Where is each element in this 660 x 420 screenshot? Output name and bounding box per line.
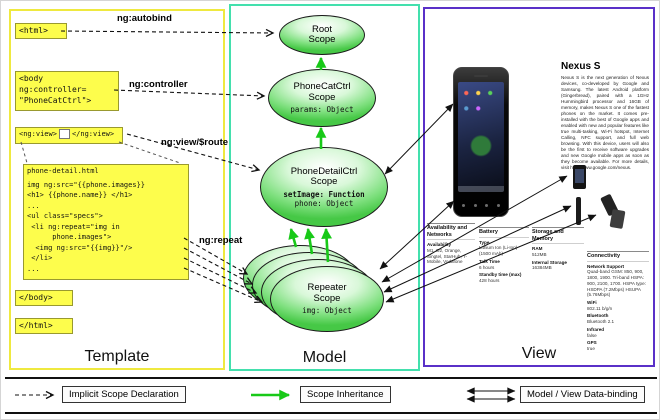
phone-thumbnail-flip-image: [600, 193, 627, 231]
scope-name: PhoneDetailCtrl Scope: [290, 165, 358, 187]
code-line: <ul class="specs">: [27, 212, 103, 220]
phone-detail-template-box: phone-detail.html img ng:src="{{phone.im…: [23, 164, 189, 280]
phonedetailctrl-scope-ellipse: PhoneDetailCtrl Scope setImage: Function…: [260, 147, 388, 227]
code-line: <li ng:repeat="img in: [27, 222, 120, 231]
scope-property: img: Object: [302, 306, 352, 315]
view-placeholder-icon: [58, 129, 70, 139]
phone-thumbnail-side-image: [576, 197, 581, 225]
code-line: <body: [19, 74, 44, 83]
code-line: <img ng:src="{{img}}"/>: [27, 243, 133, 252]
spec-column-storage: Storage and Memory RAM 512MB Internal St…: [532, 227, 584, 271]
annotation-ng-view-route: ng:view/$route: [161, 137, 229, 148]
scope-property: params: Object: [290, 105, 354, 114]
phone-nav-buttons: [454, 204, 508, 207]
phone-description: Nexus S is the next generation of Nexus …: [561, 75, 649, 170]
template-panel: <html> <body ng:controller= "PhoneCatCtr…: [9, 9, 225, 370]
ng-view-box: <ng:view> </ng:view>: [15, 127, 123, 144]
spec-title: Storage and Memory: [532, 227, 584, 245]
spec-value: 16384MB: [532, 265, 552, 271]
spec-value: M1, O2, Orange, Singtel, StarHub, T-Mobi…: [427, 247, 468, 265]
code-line: img ng:src="{{phone.images}}: [27, 180, 146, 189]
view-panel-label: View: [521, 345, 557, 362]
phone-screen: [458, 82, 504, 192]
repeater-scope-ellipse: Repeater Scope img: Object: [270, 266, 384, 332]
phone-dock-bar: [458, 186, 504, 192]
nexus-s-phone-image: [453, 67, 509, 217]
annotation-ng-repeat: ng:repeat: [199, 235, 243, 246]
phone-detail-filename: phone-detail.html: [27, 167, 99, 175]
scope-name: PhoneCatCtrl Scope: [293, 81, 351, 103]
code-line: </li>: [27, 254, 53, 262]
annotation-ng-autobind: ng:autobind: [117, 13, 172, 24]
scope-name: Root Scope: [308, 23, 336, 45]
scope-property: phone: Object: [294, 198, 354, 208]
legend-data-binding-label: Model / View Data-binding: [520, 386, 645, 403]
scope-name: Repeater Scope: [307, 282, 347, 304]
phone-thumbnail-front-image: [573, 165, 586, 189]
code-line: ...: [27, 264, 40, 273]
code-line: "PhoneCatCtrl">: [19, 96, 92, 105]
code-line: ng:controller=: [19, 85, 87, 94]
flip-phone-base: [609, 209, 626, 229]
code-line: ...: [27, 201, 40, 210]
spec-title: Connectivity: [587, 251, 649, 262]
legend-scope-inheritance-label: Scope Inheritance: [300, 386, 391, 403]
spec-value: 6 hours: [479, 264, 495, 270]
code-line: <h1> {{phone.name}} </h1>: [27, 191, 133, 199]
spec-label: Network Support: [587, 263, 625, 269]
spec-value: Lithium Ion (Li-Ion) (1500 mAh): [479, 245, 518, 257]
spec-title: Availability and Networks: [427, 223, 475, 241]
spec-column-battery: Battery Type Lithium Ion (Li-Ion) (1500 …: [479, 227, 529, 284]
spec-label: Bluetooth: [587, 313, 609, 319]
spec-label: WiFi: [587, 300, 597, 305]
annotation-ng-controller: ng:controller: [129, 79, 188, 90]
body-close-tag: </body>: [19, 293, 53, 302]
ng-view-open-tag: <ng:view>: [19, 130, 57, 138]
html-open-tag-box: <html>: [15, 23, 67, 39]
model-panel-label: Model: [302, 349, 347, 366]
spec-label: Infrared: [587, 326, 605, 332]
spec-value: true: [587, 346, 595, 352]
scope-property: setImage: Function: [283, 189, 365, 199]
html-open-tag: <html>: [19, 26, 48, 35]
spec-column-connectivity: Connectivity Network Support Quad-band G…: [587, 251, 649, 352]
spec-column-availability: Availability and Networks Availability M…: [427, 223, 475, 265]
spec-label: GPS: [587, 340, 597, 346]
root-scope-ellipse: Root Scope: [279, 15, 365, 55]
phone-title: Nexus S: [561, 61, 601, 72]
body-close-tag-box: </body>: [15, 290, 73, 306]
body-controller-box: <body ng:controller= "PhoneCatCtrl">: [15, 71, 119, 111]
phonecatctrl-scope-ellipse: PhoneCatCtrl Scope params: Object: [268, 69, 376, 127]
html-close-tag: </html>: [19, 321, 53, 330]
view-panel: Nexus S Nexus S is the next generation o…: [423, 7, 655, 367]
spec-value: Quad-band GSM: 850, 900, 1800, 1900. Tri…: [587, 269, 646, 298]
legend-bottom-rule: [5, 412, 657, 414]
spec-value: 802.11 b/g/n: [587, 305, 613, 311]
spec-value: 428 hours: [479, 278, 500, 283]
legend-top-rule: [5, 377, 657, 379]
spec-title: Battery: [479, 227, 529, 238]
spec-value: Bluetooth 2.1: [587, 319, 615, 325]
phone-earpiece: [474, 75, 488, 77]
legend-implicit-scope-label: Implicit Scope Declaration: [62, 386, 186, 403]
spec-value: false: [587, 332, 597, 338]
code-line: phone.images">: [27, 233, 112, 241]
html-close-tag-box: </html>: [15, 318, 73, 334]
model-panel: Root Scope PhoneCatCtrl Scope params: Ob…: [229, 4, 420, 371]
template-panel-label: Template: [84, 348, 150, 365]
ng-view-close-tag: </ng:view>: [71, 130, 115, 138]
spec-value: 512MB: [532, 251, 547, 257]
